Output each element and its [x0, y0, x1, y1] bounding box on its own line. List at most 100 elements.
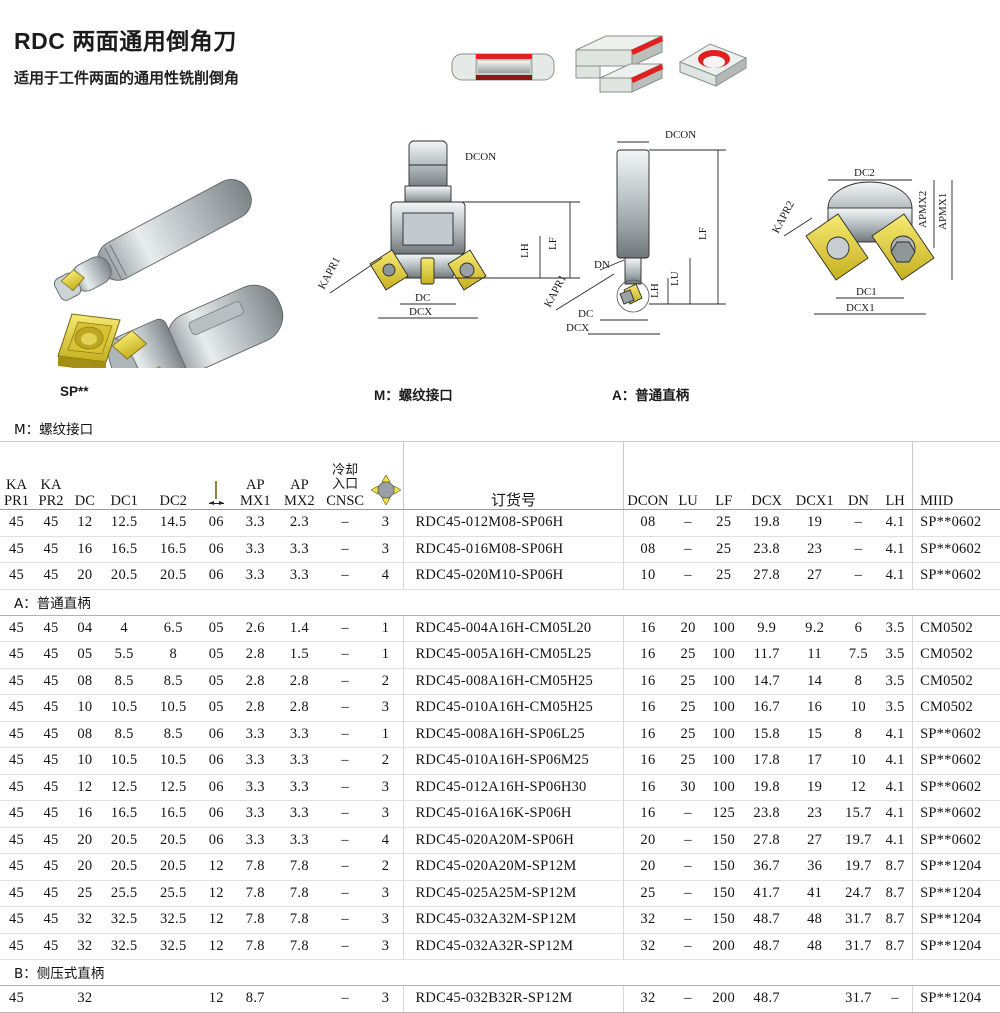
cell-kapr1: 45 — [0, 933, 34, 960]
cell-ap2: 7.8 — [276, 880, 322, 907]
cell-dcon: 16 — [623, 615, 672, 642]
cell-dc: 12 — [69, 509, 101, 537]
th-kapr1-l2: PR1 — [4, 492, 30, 509]
cell-miid: SP**0602 — [912, 827, 1000, 854]
cell-kapr1: 45 — [0, 536, 34, 563]
cell-cnsc: – — [321, 906, 369, 934]
cell-ap2: 3.3 — [276, 536, 322, 563]
cell-lf: 100 — [704, 774, 743, 801]
cell-dc: 10 — [69, 694, 101, 722]
cell-dc: 20 — [69, 853, 101, 881]
cell-lh: 4.1 — [878, 827, 913, 854]
th-miid: MIID — [912, 441, 1000, 510]
label-lh-a: LH — [649, 283, 661, 298]
cell-dc2: 25.5 — [147, 880, 199, 907]
th-dn: DN — [838, 441, 879, 510]
cell-cnsc: – — [321, 827, 369, 854]
cell-miid: SP**0602 — [912, 562, 1000, 590]
cell-dc2: 8.5 — [147, 668, 199, 695]
table-header-row: KA PR1 KA PR2 DC DC1 DC2 — [0, 441, 1000, 510]
cell-dcx: 19.8 — [742, 774, 791, 801]
cell-sz: 06 — [198, 800, 234, 828]
cell-lh: 4.1 — [878, 800, 913, 828]
cell-dc2: 14.5 — [147, 509, 199, 537]
cell-ap2: 1.5 — [276, 641, 322, 669]
cell-kapr1: 45 — [0, 721, 34, 748]
th-apmx2: AP MX2 — [276, 441, 322, 510]
cell-lh: 4.1 — [878, 774, 913, 801]
cell-dc2: 20.5 — [147, 827, 199, 854]
cell-lh: 3.5 — [878, 641, 913, 669]
cell-dc1: 5.5 — [100, 641, 148, 669]
cell-cnsc: – — [321, 641, 369, 669]
cell-dcx: 36.7 — [742, 853, 791, 881]
technical-illustrations: DCON LF LH KAPR1 DC DCX DCON L — [0, 118, 1000, 406]
cell-ap2: 2.3 — [276, 509, 322, 537]
section-label: A：普通直柄 — [0, 590, 1000, 615]
cell-ap1: 2.6 — [233, 615, 277, 642]
cell-kapr2: 45 — [33, 615, 70, 642]
cell-dc1: 8.5 — [100, 668, 148, 695]
chamfer-block-icon — [575, 35, 663, 93]
cell-cnsc: – — [321, 985, 369, 1013]
th-insert-size — [198, 441, 234, 510]
cell-order: RDC45-032B32R-SP12M — [402, 985, 624, 1013]
th-apmx1-l2: MX1 — [239, 492, 271, 509]
cell-order: RDC45-012A16H-SP06H30 — [402, 774, 624, 801]
cell-ap2: 3.3 — [276, 562, 322, 590]
cell-kapr2: 45 — [33, 906, 70, 934]
cell-kapr2: 45 — [33, 853, 70, 881]
cell-lu: 25 — [671, 668, 705, 695]
cell-dcx: 41.7 — [742, 880, 791, 907]
cell-lh: 4.1 — [878, 562, 913, 590]
cell-lf: 200 — [704, 933, 743, 960]
cell-dn: – — [838, 509, 879, 537]
cell-dc: 20 — [69, 562, 101, 590]
cell-miid: SP**0602 — [912, 721, 1000, 748]
cell-dcx1: 19 — [790, 509, 839, 537]
cell-ap2: 3.3 — [276, 800, 322, 828]
cell-dcon: 32 — [623, 906, 672, 934]
cell-dcon: 25 — [623, 880, 672, 907]
cell-cnsc: – — [321, 880, 369, 907]
cell-dcx: 14.7 — [742, 668, 791, 695]
cell-cnsc: – — [321, 800, 369, 828]
cell-dcon: 08 — [623, 536, 672, 563]
cell-lu: 25 — [671, 747, 705, 775]
th-apmx1: AP MX1 — [233, 441, 277, 510]
cell-lu: – — [671, 985, 705, 1013]
cell-dcx1: 23 — [790, 536, 839, 563]
th-lu: LU — [671, 441, 705, 510]
cell-kapr1: 45 — [0, 509, 34, 537]
cell-lu: – — [671, 880, 705, 907]
cell-lu: – — [671, 933, 705, 960]
label-lh: LH — [519, 243, 531, 258]
cell-ap1: 3.3 — [233, 562, 277, 590]
cell-lu: – — [671, 827, 705, 854]
th-dcx1: DCX1 — [790, 441, 839, 510]
label-dcon-a: DCON — [665, 129, 696, 141]
width-arrow-icon — [199, 498, 234, 509]
cell-ap2: 2.8 — [276, 694, 322, 722]
cell-lu: 20 — [671, 615, 705, 642]
cell-sz: 05 — [198, 641, 234, 669]
product-render-photo — [53, 179, 284, 406]
cell-ap2: 1.4 — [276, 615, 322, 642]
